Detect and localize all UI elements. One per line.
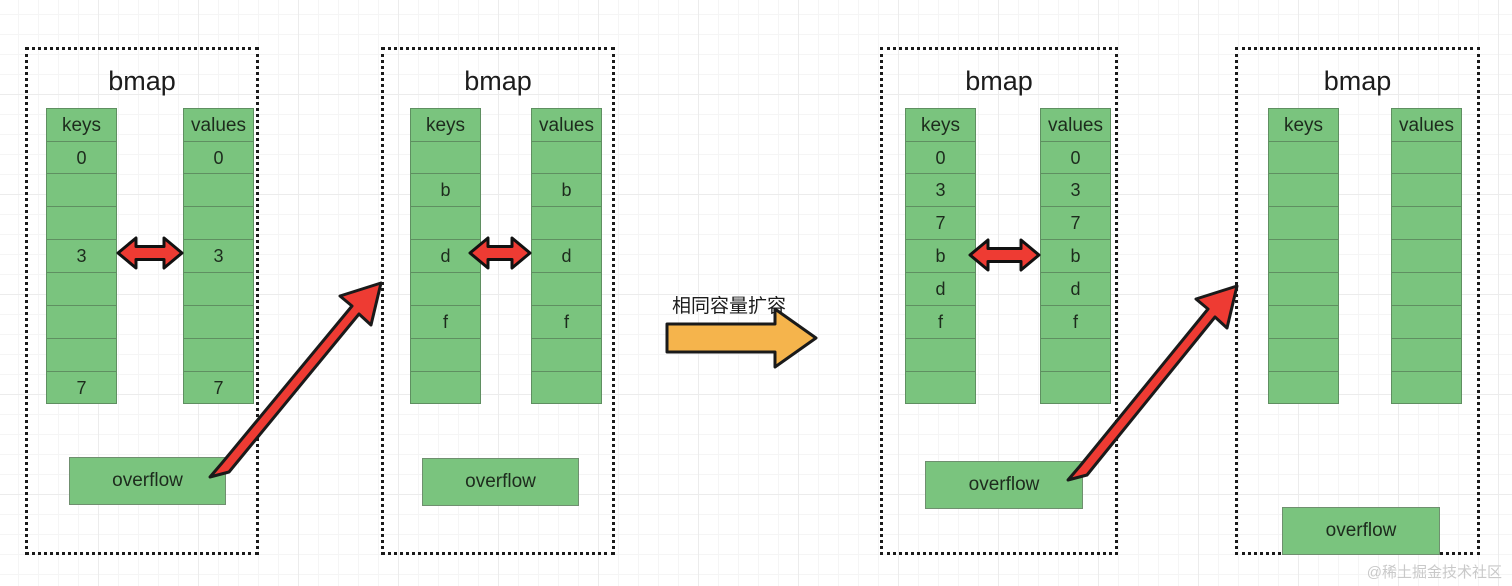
bmap-title: bmap (464, 66, 532, 96)
value-cell (1391, 305, 1462, 338)
overflow-box: overflow (925, 461, 1083, 509)
values-header: values (531, 108, 602, 141)
key-cell (1268, 239, 1339, 272)
key-cell (410, 338, 481, 371)
key-cell (46, 206, 117, 239)
bmap-panel-after-1: bmap keys 0 3 7 b d f values 0 3 7 b d f… (880, 47, 1118, 555)
value-cell (1040, 371, 1111, 404)
value-cell (1040, 338, 1111, 371)
overflow-box: overflow (1282, 507, 1440, 555)
key-cell: 0 (905, 141, 976, 173)
watermark: @稀土掘金技术社区 (1366, 564, 1502, 581)
keys-column: keys (1268, 108, 1339, 404)
keys-header: keys (46, 108, 117, 141)
value-cell (531, 141, 602, 173)
value-cell (531, 338, 602, 371)
bmap-panel-before-1: bmap keys 0 3 7 values 0 3 7 overflow (25, 47, 259, 555)
bmap-panel-before-2: bmap keys b d f values b d f overflow (381, 47, 615, 555)
keys-column: keys 0 3 7 (46, 108, 117, 404)
value-cell: 3 (1040, 173, 1111, 206)
key-cell (1268, 338, 1339, 371)
overflow-box: overflow (422, 458, 579, 506)
bmap-panel-after-2: bmap keys values overflow (1235, 47, 1480, 555)
values-column: values 0 3 7 (183, 108, 254, 404)
values-header: values (1391, 108, 1462, 141)
value-cell: 7 (1040, 206, 1111, 239)
key-cell (1268, 206, 1339, 239)
values-header: values (1040, 108, 1111, 141)
key-cell (1268, 305, 1339, 338)
key-cell: 7 (46, 371, 117, 404)
values-header: values (183, 108, 254, 141)
value-cell: 0 (1040, 141, 1111, 173)
value-cell: d (1040, 272, 1111, 305)
key-cell (1268, 371, 1339, 404)
key-cell: f (410, 305, 481, 338)
value-cell: d (531, 239, 602, 272)
value-cell: f (1040, 305, 1111, 338)
keys-header: keys (410, 108, 481, 141)
value-cell (1391, 239, 1462, 272)
key-cell: 3 (905, 173, 976, 206)
key-cell (46, 272, 117, 305)
value-cell: b (531, 173, 602, 206)
value-cell (183, 305, 254, 338)
value-cell (531, 206, 602, 239)
value-cell (1391, 173, 1462, 206)
value-cell (183, 206, 254, 239)
keys-column: keys b d f (410, 108, 481, 404)
value-cell (183, 173, 254, 206)
key-cell: b (905, 239, 976, 272)
key-cell (410, 206, 481, 239)
key-cell (905, 338, 976, 371)
values-column: values b d f (531, 108, 602, 404)
value-cell (183, 272, 254, 305)
key-cell (410, 272, 481, 305)
key-cell (410, 141, 481, 173)
bmap-title: bmap (965, 66, 1033, 96)
value-cell (1391, 371, 1462, 404)
value-cell: b (1040, 239, 1111, 272)
keys-header: keys (905, 108, 976, 141)
value-cell (1391, 272, 1462, 305)
value-cell (1391, 338, 1462, 371)
key-cell (905, 371, 976, 404)
value-cell (531, 272, 602, 305)
key-cell: d (410, 239, 481, 272)
value-cell (1391, 141, 1462, 173)
key-cell (46, 173, 117, 206)
key-cell: d (905, 272, 976, 305)
key-cell: b (410, 173, 481, 206)
key-cell (1268, 141, 1339, 173)
bmap-title: bmap (108, 66, 176, 96)
values-column: values 0 3 7 b d f (1040, 108, 1111, 404)
value-cell (531, 371, 602, 404)
value-cell (183, 338, 254, 371)
key-cell (46, 338, 117, 371)
value-cell: 0 (183, 141, 254, 173)
key-cell (1268, 272, 1339, 305)
overflow-box: overflow (69, 457, 226, 505)
values-column: values (1391, 108, 1462, 404)
value-cell: 3 (183, 239, 254, 272)
value-cell (1391, 206, 1462, 239)
key-cell: f (905, 305, 976, 338)
key-cell: 3 (46, 239, 117, 272)
keys-column: keys 0 3 7 b d f (905, 108, 976, 404)
keys-header: keys (1268, 108, 1339, 141)
key-cell: 0 (46, 141, 117, 173)
key-cell (46, 305, 117, 338)
key-cell: 7 (905, 206, 976, 239)
value-cell: f (531, 305, 602, 338)
bmap-title: bmap (1323, 66, 1392, 96)
key-cell (410, 371, 481, 404)
expand-transition-label: 相同容量扩容 (672, 296, 787, 317)
value-cell: 7 (183, 371, 254, 404)
key-cell (1268, 173, 1339, 206)
